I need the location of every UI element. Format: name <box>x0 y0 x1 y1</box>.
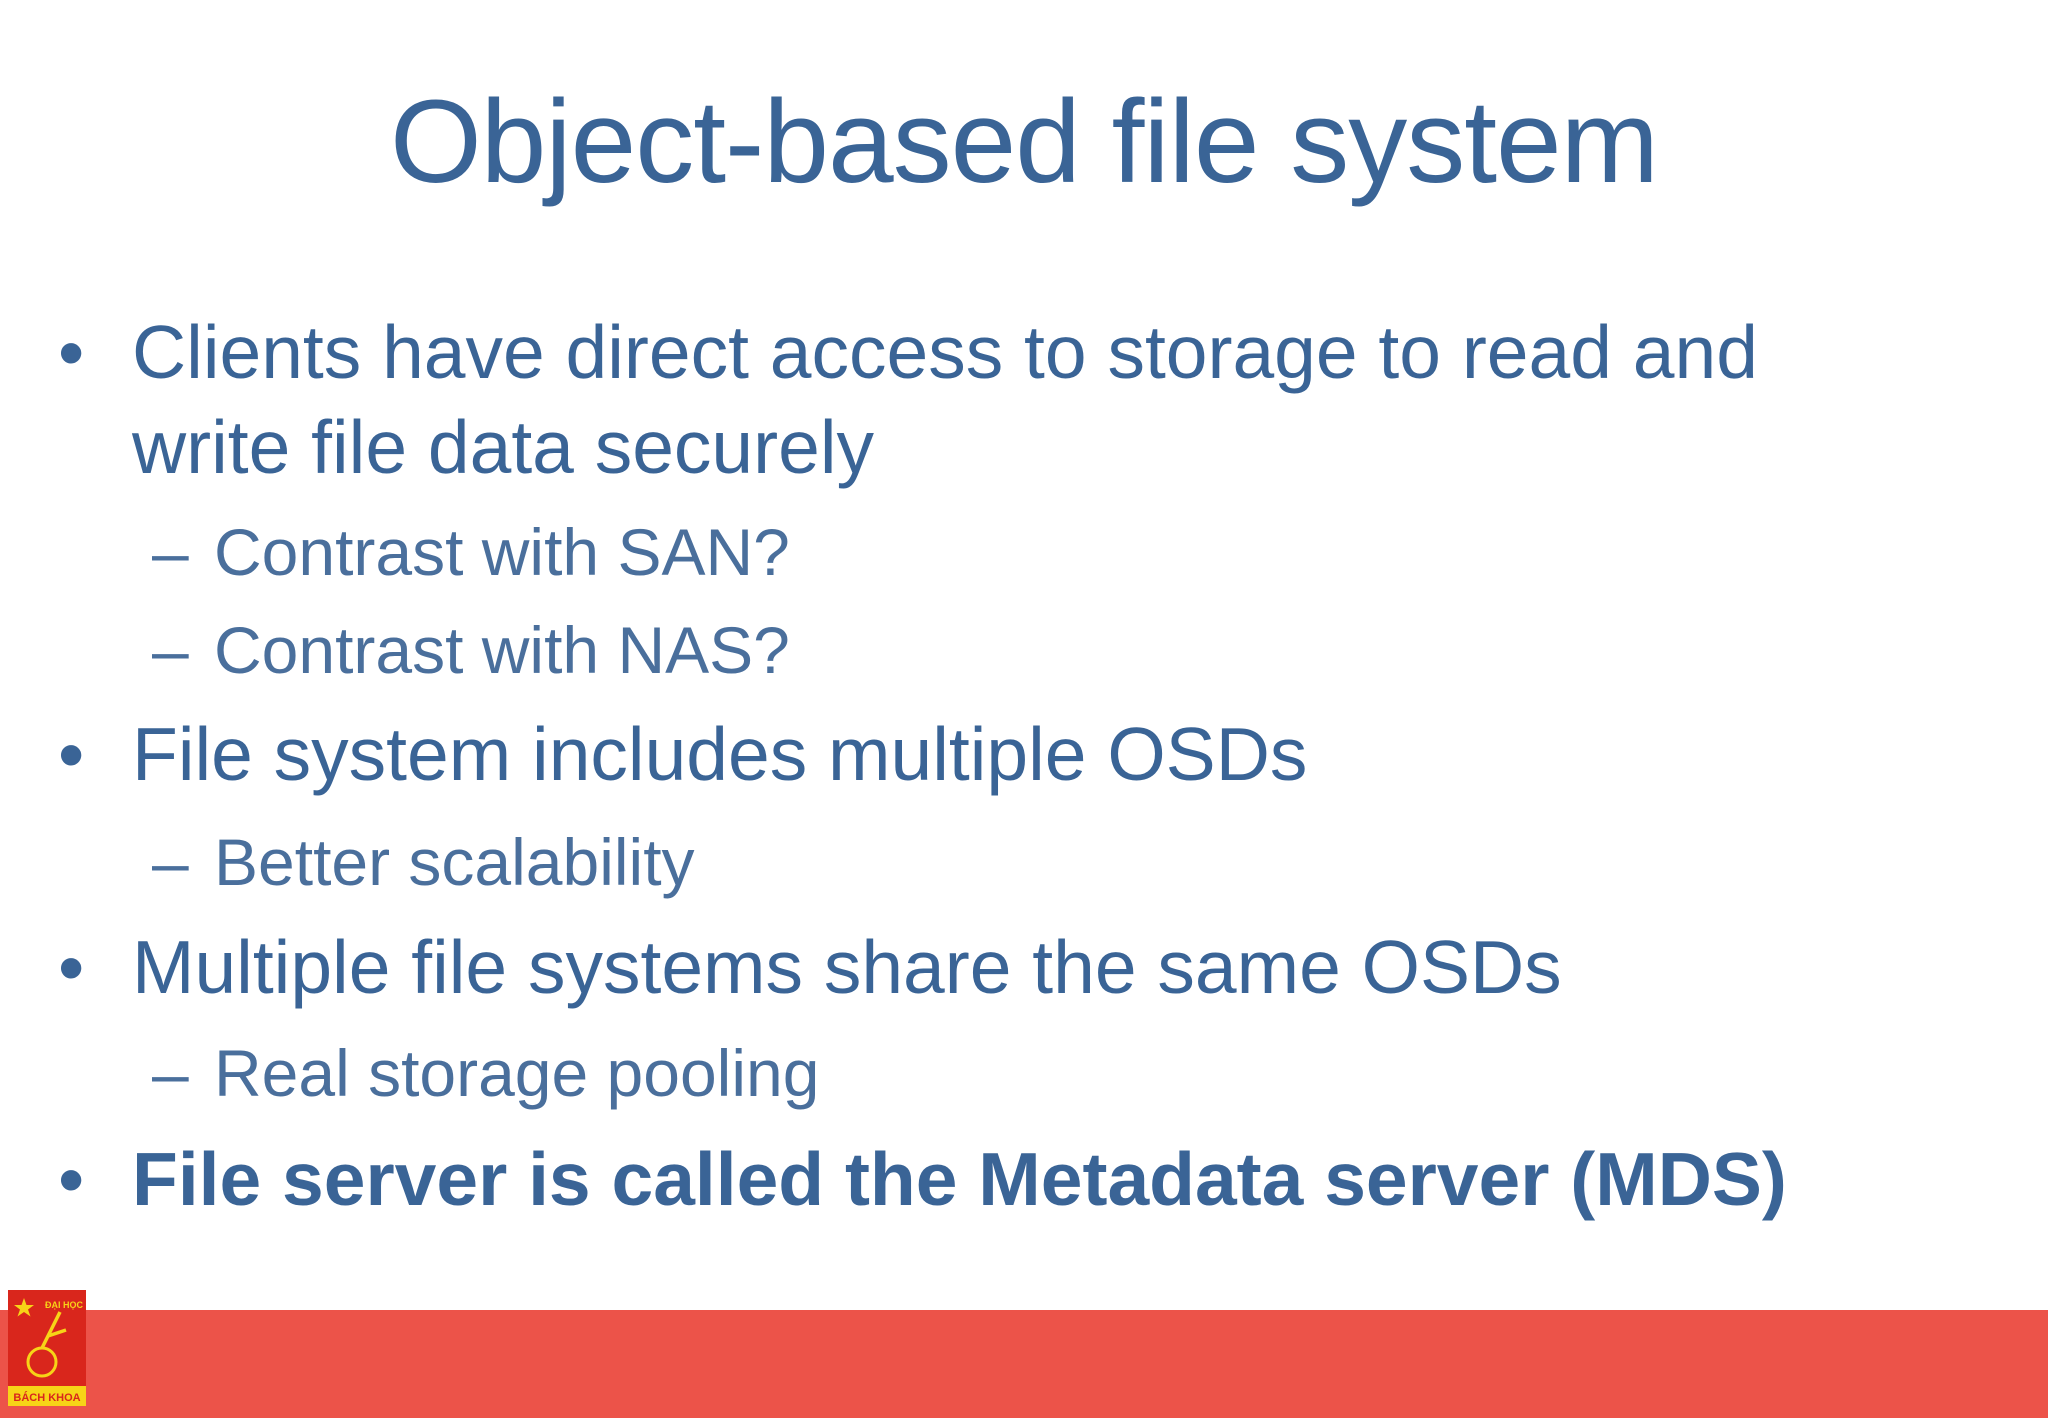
bullet-text: write file data securely <box>132 405 874 489</box>
logo-top-text: ĐẠI HỌC <box>45 1300 84 1310</box>
bullet-marker: • <box>58 310 85 394</box>
bullet-list: • Clients have direct access to storage … <box>58 310 1787 1221</box>
sub-bullet-text: Contrast with NAS? <box>214 613 790 687</box>
sub-bullet-text: Better scalability <box>214 825 695 899</box>
logo-bottom-text: BÁCH KHOA <box>13 1391 80 1404</box>
bullet-text: File system includes multiple OSDs <box>132 712 1308 796</box>
dash-marker: – <box>152 1036 189 1110</box>
logo-emblem <box>40 1311 67 1349</box>
bullet-text: Multiple file systems share the same OSD… <box>132 925 1562 1009</box>
sub-bullet-text: Contrast with SAN? <box>214 515 790 589</box>
bullet-text: File server is called the Metadata serve… <box>132 1137 1787 1221</box>
sub-bullet-text: Real storage pooling <box>214 1036 820 1110</box>
bullet-marker: • <box>58 1137 85 1221</box>
dash-marker: – <box>152 613 189 687</box>
bullet-marker: • <box>58 712 85 796</box>
logo-star-icon <box>14 1298 34 1317</box>
bullet-text: Clients have direct access to storage to… <box>132 310 1758 394</box>
dash-marker: – <box>152 825 189 899</box>
logo-bottom-band <box>8 1386 86 1406</box>
slide-title: Object-based file system <box>390 76 1659 208</box>
dash-marker: – <box>152 515 189 589</box>
bullet-marker: • <box>58 925 85 1009</box>
footer-bar <box>0 1310 2048 1418</box>
university-logo-icon: ĐẠI HỌC BÁCH KHOA <box>8 1290 86 1406</box>
